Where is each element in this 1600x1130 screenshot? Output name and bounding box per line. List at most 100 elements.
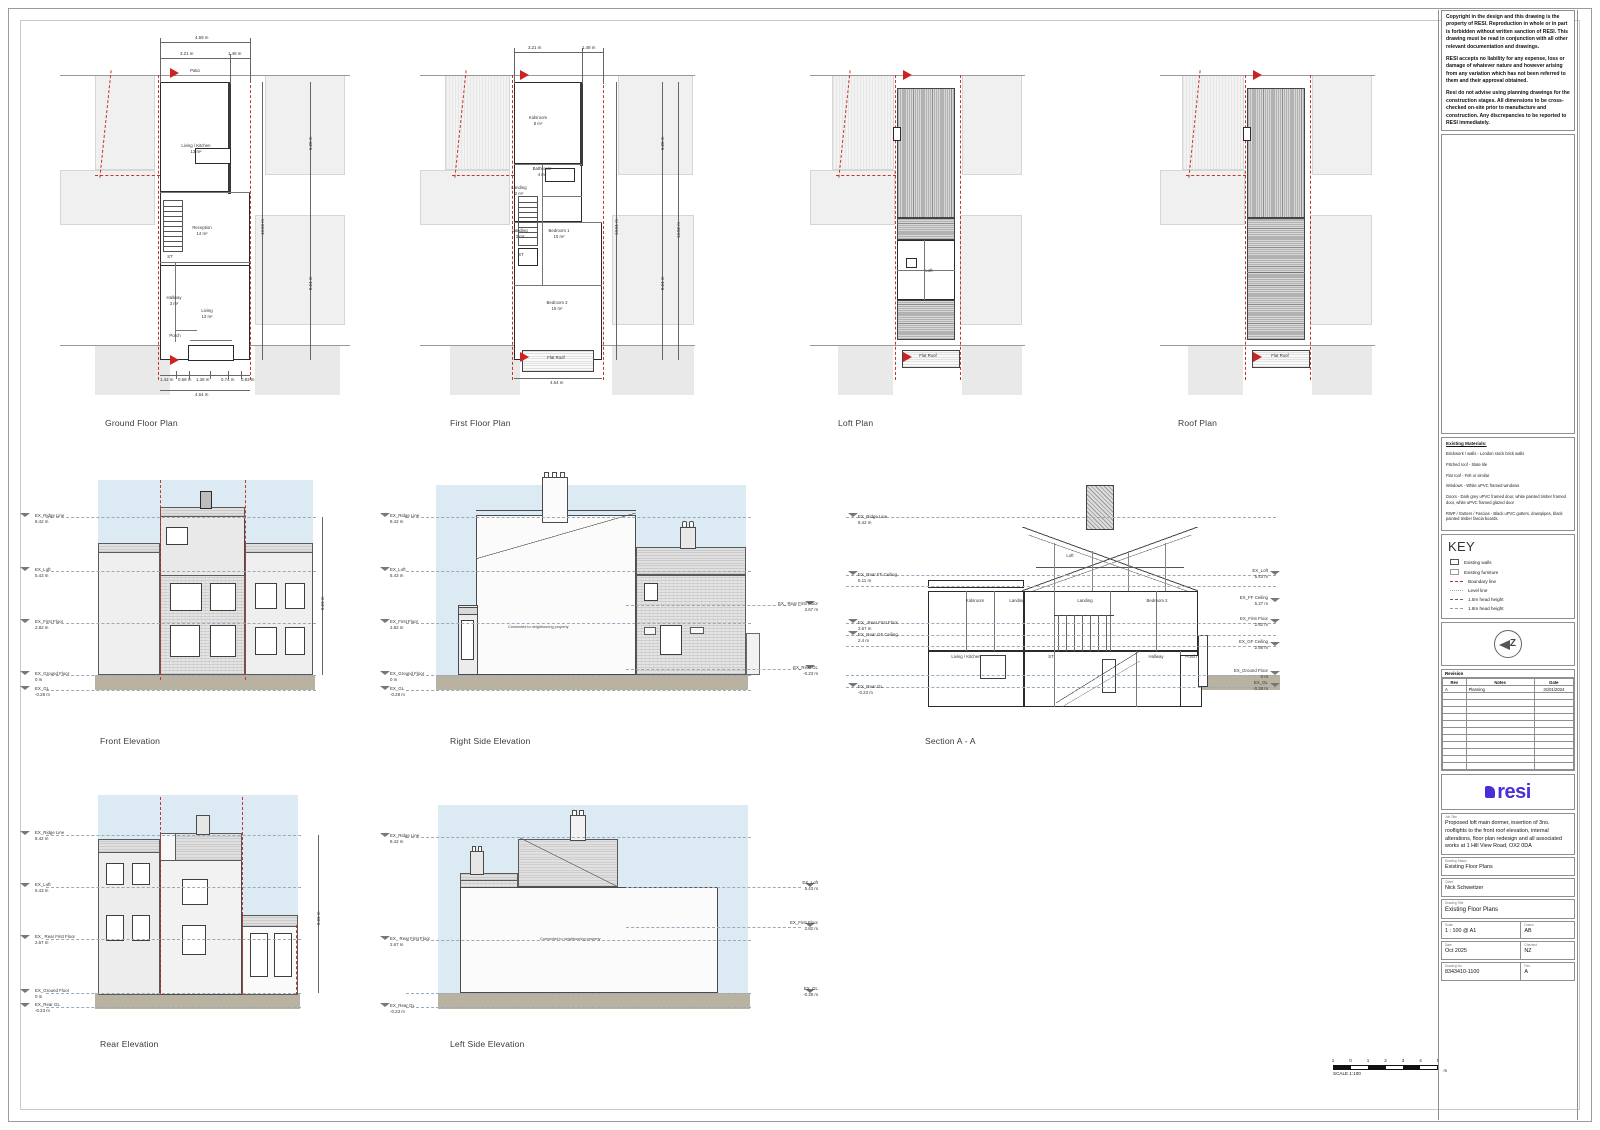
revision-header-row: Rev Notes Date xyxy=(1442,678,1575,686)
key-item-label: Boundary line xyxy=(1468,579,1497,584)
key-item-label: 1.5m head height xyxy=(1468,597,1504,602)
level-name: EX_Rear GL xyxy=(858,684,883,689)
date-checked-row: Date Oct 2025 Checked NZ xyxy=(1441,941,1575,961)
table-row xyxy=(1442,741,1575,749)
boundary-line xyxy=(296,925,297,995)
revision-cell-rev xyxy=(1442,727,1467,735)
key-item-label: Existing walls xyxy=(1464,559,1492,565)
title-rear-elevation: Rear Elevation xyxy=(100,1039,159,1049)
table-row xyxy=(1442,762,1575,770)
level-value: 0 m xyxy=(35,993,43,999)
dim-gf-bottom-3: 1.38 m xyxy=(196,377,210,382)
revision-col-date: Date xyxy=(1533,678,1575,686)
boundary-line-swatch-icon xyxy=(1450,581,1463,582)
section-room-bedroom-2: Bedroom 2 xyxy=(1146,598,1168,603)
ground-band xyxy=(95,993,300,1009)
drawing-no-label: Drawing No. xyxy=(1445,964,1463,969)
revision-cell-notes xyxy=(1465,699,1535,707)
level-name: EX_GL xyxy=(1253,680,1268,685)
revision-cell-date xyxy=(1533,727,1575,735)
level-value: -0.23 m xyxy=(390,1008,405,1014)
dim-gf-right-2: 5.28 m xyxy=(308,136,313,150)
dim-gf-bottom-1: 1.42 m xyxy=(160,377,174,382)
level-value: 2.82 m xyxy=(804,925,818,931)
dim-gf-top-3: 1.48 m xyxy=(228,51,242,56)
level-name: EX_Ground Floor xyxy=(35,671,70,676)
legal-paragraph-2: RESI accepts no liability for any expens… xyxy=(1446,55,1566,84)
resi-logo[interactable]: resi xyxy=(1441,774,1575,810)
level-value: 5.43 m xyxy=(35,572,49,578)
table-row xyxy=(1442,727,1575,735)
level-value: -0.23 m xyxy=(858,689,873,695)
level-name: EX_GF Ceiling xyxy=(1238,639,1268,644)
scalebar-bar xyxy=(1333,1065,1438,1070)
roof-pitch-hatch-lower xyxy=(897,300,955,340)
title-first-floor-plan: First Floor Plan xyxy=(450,418,511,428)
north-arrow-icon: Z xyxy=(1494,630,1522,658)
dim-gf-bottom-6: 4.64 m xyxy=(195,392,209,397)
drawing-status-field: Drawing Status Existing Floor Plans xyxy=(1441,857,1575,877)
revision-block: Revision Rev Notes Date A Planning 31/01… xyxy=(1441,669,1575,771)
level-value: 8.42 m xyxy=(35,835,49,841)
rev-field: Rev. A xyxy=(1521,962,1575,982)
boundary-line xyxy=(160,797,161,995)
revision-cell-date xyxy=(1533,734,1575,742)
table-row xyxy=(1442,692,1575,700)
checked-label: Checked xyxy=(1524,943,1537,948)
revision-cell-notes xyxy=(1465,713,1535,721)
level-value: 2.67 m xyxy=(390,941,404,947)
revision-col-rev: Rev xyxy=(1442,678,1467,686)
key-item-head-height-15: 1.5m head height xyxy=(1450,597,1570,602)
key-item-level-line: Level line xyxy=(1450,588,1570,593)
section-room-living-kitchen: Living / Kitchen xyxy=(951,654,981,659)
section-room-st: ST xyxy=(1048,654,1054,659)
boundary-line xyxy=(160,480,161,680)
level-name: EX_Ridge Line xyxy=(390,513,420,518)
client-field: Client Nick Schweitzer xyxy=(1441,878,1575,897)
level-value: 8.42 m xyxy=(858,519,872,525)
dim-ff-top-2: 1.48 m xyxy=(582,45,596,50)
view-direction-flag xyxy=(1253,352,1262,362)
section-room-hallway: Hallway xyxy=(1148,654,1164,659)
scalebar-unit: m xyxy=(1443,1068,1448,1073)
material-line: Pitched roof - Slate tile xyxy=(1446,461,1488,467)
level-name: EX_ Rear First Floor xyxy=(35,934,76,939)
title-front-elevation: Front Elevation xyxy=(100,736,161,746)
level-name: EX_First Floor xyxy=(35,619,64,624)
date-field: Date Oct 2025 xyxy=(1441,941,1522,961)
sheet-border xyxy=(8,8,1592,1122)
view-direction-flag xyxy=(520,352,529,362)
revision-cell-rev xyxy=(1442,762,1467,770)
revision-cell-rev xyxy=(1442,755,1467,763)
scalebar-tick: 3 xyxy=(1401,1058,1405,1063)
resi-logo-text: resi xyxy=(1497,780,1531,803)
revision-cell-date xyxy=(1533,748,1575,756)
level-value: 5.11 m xyxy=(858,577,872,583)
level-name: EX_First Floor xyxy=(390,619,419,624)
level-value: -0.28 m xyxy=(35,691,50,697)
revision-cell-notes: Planning xyxy=(1465,685,1535,693)
level-name: EX_Ridge Line xyxy=(35,830,65,835)
revision-cell-date xyxy=(1533,741,1575,749)
key-item-label: Existing furniture xyxy=(1464,569,1499,575)
revision-cell-notes xyxy=(1465,748,1535,756)
ground-band xyxy=(436,675,748,690)
material-line: Windows - White uPVC framed windows xyxy=(1446,483,1520,489)
key-item-label: Level line xyxy=(1468,588,1488,593)
scale-bar: 1 0 1 2 3 4 5 SCALE 1:100 m xyxy=(1332,1058,1447,1076)
title-ground-floor-plan: Ground Floor Plan xyxy=(105,418,178,428)
